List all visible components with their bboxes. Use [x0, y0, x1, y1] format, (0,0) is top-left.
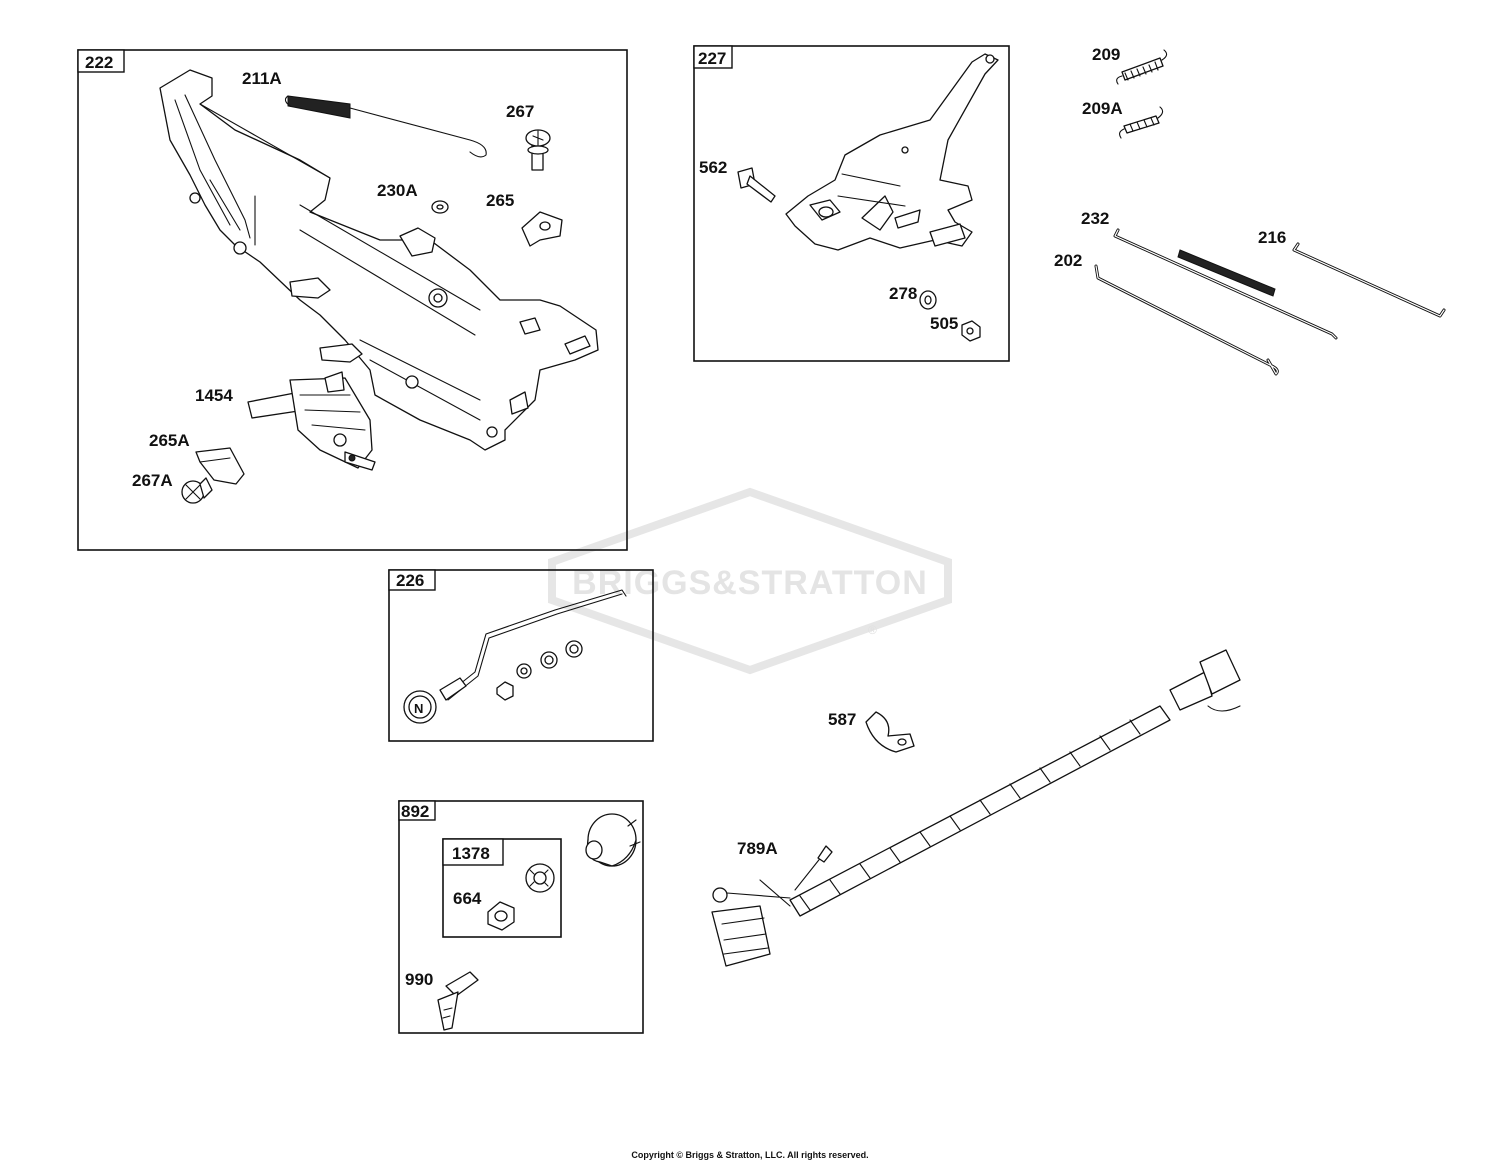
label-265A[interactable]: 265A [149, 431, 190, 450]
extension-spring-209[interactable] [1116, 49, 1168, 85]
throttle-control-lever-plate[interactable] [785, 53, 999, 251]
label-562[interactable]: 562 [699, 158, 727, 177]
choke-hardware[interactable] [496, 640, 583, 701]
group-227-frame [693, 45, 1010, 362]
governor-rod-232[interactable] [1113, 228, 1338, 340]
watermark-logo: BRIGGS&STRATTON ® [548, 487, 952, 675]
screw-267A[interactable] [181, 477, 213, 504]
group-892-frame [398, 800, 644, 1034]
group-227-tag[interactable]: 227 [698, 49, 726, 68]
group-226-tag-box [388, 569, 436, 591]
switch-assembly-1454[interactable] [247, 371, 376, 471]
label-990[interactable]: 990 [405, 970, 433, 989]
group-226-frame [388, 569, 654, 742]
watermark-mark: ® [868, 623, 877, 637]
throttle-link-202[interactable] [1094, 264, 1279, 376]
governor-control-bracket[interactable] [159, 69, 599, 451]
group-222-frame [77, 49, 628, 551]
label-789A[interactable]: 789A [737, 839, 778, 858]
governor-spring-211A[interactable] [284, 95, 487, 158]
washer-230A[interactable] [431, 200, 449, 214]
ignition-key-990[interactable] [437, 971, 479, 1031]
label-216[interactable]: 216 [1258, 228, 1286, 247]
lock-washer[interactable] [525, 863, 555, 893]
label-278[interactable]: 278 [889, 284, 917, 303]
label-202[interactable]: 202 [1054, 251, 1082, 270]
screw-267[interactable] [525, 129, 551, 171]
choke-cable-knob[interactable]: N [403, 589, 627, 724]
extension-spring-209A[interactable] [1119, 106, 1164, 139]
label-209A[interactable]: 209A [1082, 99, 1123, 118]
group-222-tag-box [77, 49, 125, 73]
clamp-265[interactable] [521, 211, 563, 247]
clamp-587[interactable] [865, 711, 915, 753]
group-1378-tag-box [442, 838, 504, 866]
group-1378-tag[interactable]: 1378 [452, 844, 490, 863]
label-211A[interactable]: 211A [242, 69, 282, 88]
group-227: 227 [693, 45, 1010, 362]
copyright-notice: Copyright © Briggs & Stratton, LLC. All … [631, 1150, 869, 1160]
choke-link-216[interactable] [1292, 242, 1446, 318]
group-892: 892 1378 [398, 800, 644, 1034]
label-267[interactable]: 267 [506, 102, 534, 121]
label-209[interactable]: 209 [1092, 45, 1120, 64]
wiring-harness-789A[interactable] [711, 649, 1241, 967]
label-664[interactable]: 664 [453, 889, 482, 908]
washer-278[interactable] [919, 290, 937, 310]
label-1454[interactable]: 1454 [195, 386, 233, 405]
label-265[interactable]: 265 [486, 191, 514, 210]
clip-265A[interactable] [195, 447, 245, 485]
label-587[interactable]: 587 [828, 710, 856, 729]
nut-505[interactable] [961, 320, 981, 342]
group-226-tag[interactable]: 226 [396, 571, 424, 590]
group-227-tag-box [693, 45, 733, 69]
group-892-tag[interactable]: 892 [401, 802, 429, 821]
ignition-switch[interactable] [585, 813, 641, 867]
bolt-562[interactable] [737, 167, 776, 203]
label-505[interactable]: 505 [930, 314, 958, 333]
label-232[interactable]: 232 [1081, 209, 1109, 228]
group-222: 222 [77, 49, 628, 551]
part-labels: 211A 267 230A 265 1454 265A 267A 562 278… [132, 45, 1286, 989]
group-222-tag[interactable]: 222 [85, 53, 113, 72]
hex-nut-664[interactable] [487, 901, 515, 931]
choke-symbol-icon: N [414, 701, 423, 716]
label-230A[interactable]: 230A [377, 181, 418, 200]
group-226: 226 N [388, 569, 654, 742]
group-892-tag-box [398, 800, 436, 821]
label-267A[interactable]: 267A [132, 471, 173, 490]
